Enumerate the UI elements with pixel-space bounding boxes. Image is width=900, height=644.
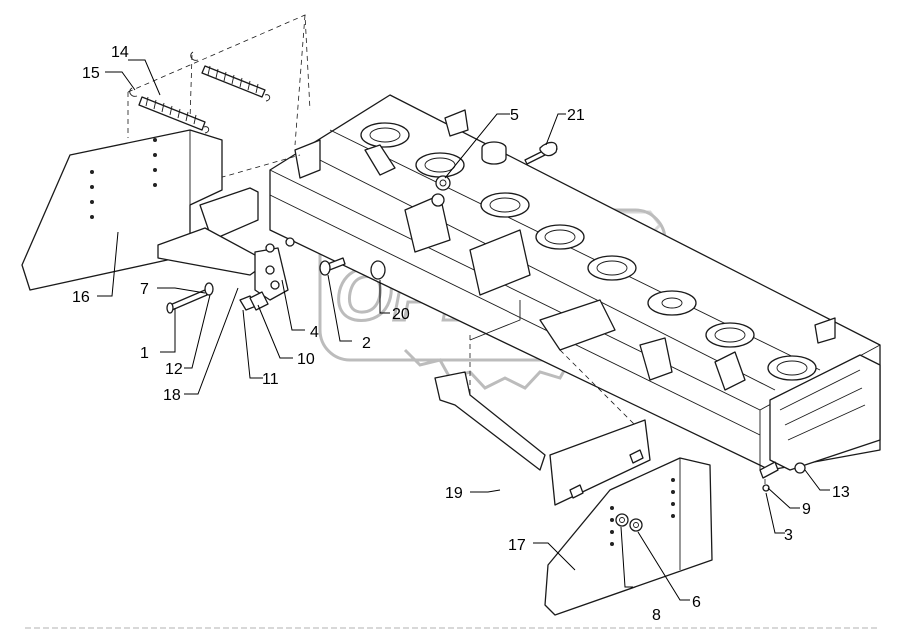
callout-6: 6	[692, 594, 701, 611]
cotter-pin	[524, 141, 558, 165]
callout-1: 1	[140, 345, 149, 362]
leader-lines	[97, 59, 830, 601]
callout-13: 13	[832, 484, 850, 501]
callout-labels: 1 2 3 4 5 6 7 8 9 10 11 12 13 14 15 16 1…	[72, 44, 850, 624]
callout-17: 17	[508, 537, 526, 554]
callout-3: 3	[784, 527, 793, 544]
callout-11: 11	[262, 371, 279, 388]
bolt-and-washers	[166, 282, 214, 314]
callout-15: 15	[82, 65, 100, 82]
callout-8: 8	[652, 607, 661, 624]
callout-12: 12	[165, 361, 183, 378]
nut-5	[435, 175, 451, 191]
callout-16: 16	[72, 289, 90, 306]
right-arm-bracket	[434, 371, 651, 506]
callout-20: 20	[392, 306, 410, 323]
callout-19: 19	[445, 485, 463, 502]
callout-14: 14	[111, 44, 129, 61]
springs	[129, 51, 271, 134]
callout-21: 21	[567, 107, 585, 124]
callout-4: 4	[310, 324, 319, 341]
callout-5: 5	[510, 107, 519, 124]
callout-7: 7	[140, 281, 149, 298]
callout-10: 10	[297, 351, 315, 368]
right-deflector-plate	[544, 457, 713, 616]
callout-9: 9	[802, 501, 811, 518]
callout-2: 2	[362, 335, 371, 352]
small-fasteners-right	[759, 461, 806, 492]
left-arm-bracket	[157, 187, 295, 311]
main-frame	[269, 94, 881, 471]
left-deflector-plate	[21, 129, 223, 291]
callout-18: 18	[163, 387, 181, 404]
pin-and-clip	[319, 257, 386, 280]
